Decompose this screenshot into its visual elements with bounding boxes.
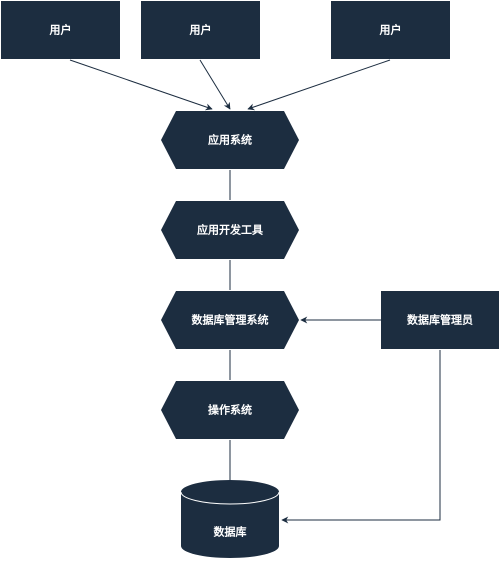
user-box-3-label: 用户 <box>380 23 402 37</box>
database-cylinder: 数据库 <box>180 480 280 558</box>
database-cylinder-top <box>181 480 279 504</box>
dba-box: 数据库管理员 <box>381 291 499 349</box>
database-cylinder-body <box>181 492 279 558</box>
user-box-2-label: 用户 <box>190 23 212 37</box>
layer-operating-system: 操作系统 <box>161 381 299 439</box>
layer-application-dev-tools: 应用开发工具 <box>161 201 299 259</box>
user-box-1: 用户 <box>1 1 120 59</box>
layer-application-system-shape <box>161 111 299 169</box>
dba-box-label: 数据库管理员 <box>407 313 473 327</box>
database-cylinder-rim <box>180 491 280 505</box>
user-box-2: 用户 <box>141 1 260 59</box>
database-cylinder-label: 数据库 <box>214 525 247 539</box>
edge-user2-to-app <box>199 59 231 110</box>
layer-application-dev-tools-shape <box>161 201 299 259</box>
edge-user3-to-app <box>247 59 391 111</box>
layer-dbms: 数据库管理系统 <box>161 291 299 349</box>
user-box-1-shape <box>1 1 120 59</box>
user-box-1-label: 用户 <box>50 23 72 37</box>
layer-operating-system-shape <box>161 381 299 439</box>
layer-dbms-label: 数据库管理系统 <box>192 313 269 327</box>
layer-dbms-shape <box>161 291 299 349</box>
layer-application-system-label: 应用系统 <box>208 133 252 147</box>
dba-box-shape <box>381 291 499 349</box>
user-box-3: 用户 <box>331 1 450 59</box>
edges <box>69 59 441 524</box>
edge-user1-to-app <box>69 59 213 111</box>
user-box-3-shape <box>331 1 450 59</box>
layer-operating-system-label: 操作系统 <box>208 403 252 417</box>
layer-application-system: 应用系统 <box>161 111 299 169</box>
edge-dba-to-database <box>281 350 441 524</box>
user-box-2-shape <box>141 1 260 59</box>
layer-application-dev-tools-label: 应用开发工具 <box>197 223 263 237</box>
